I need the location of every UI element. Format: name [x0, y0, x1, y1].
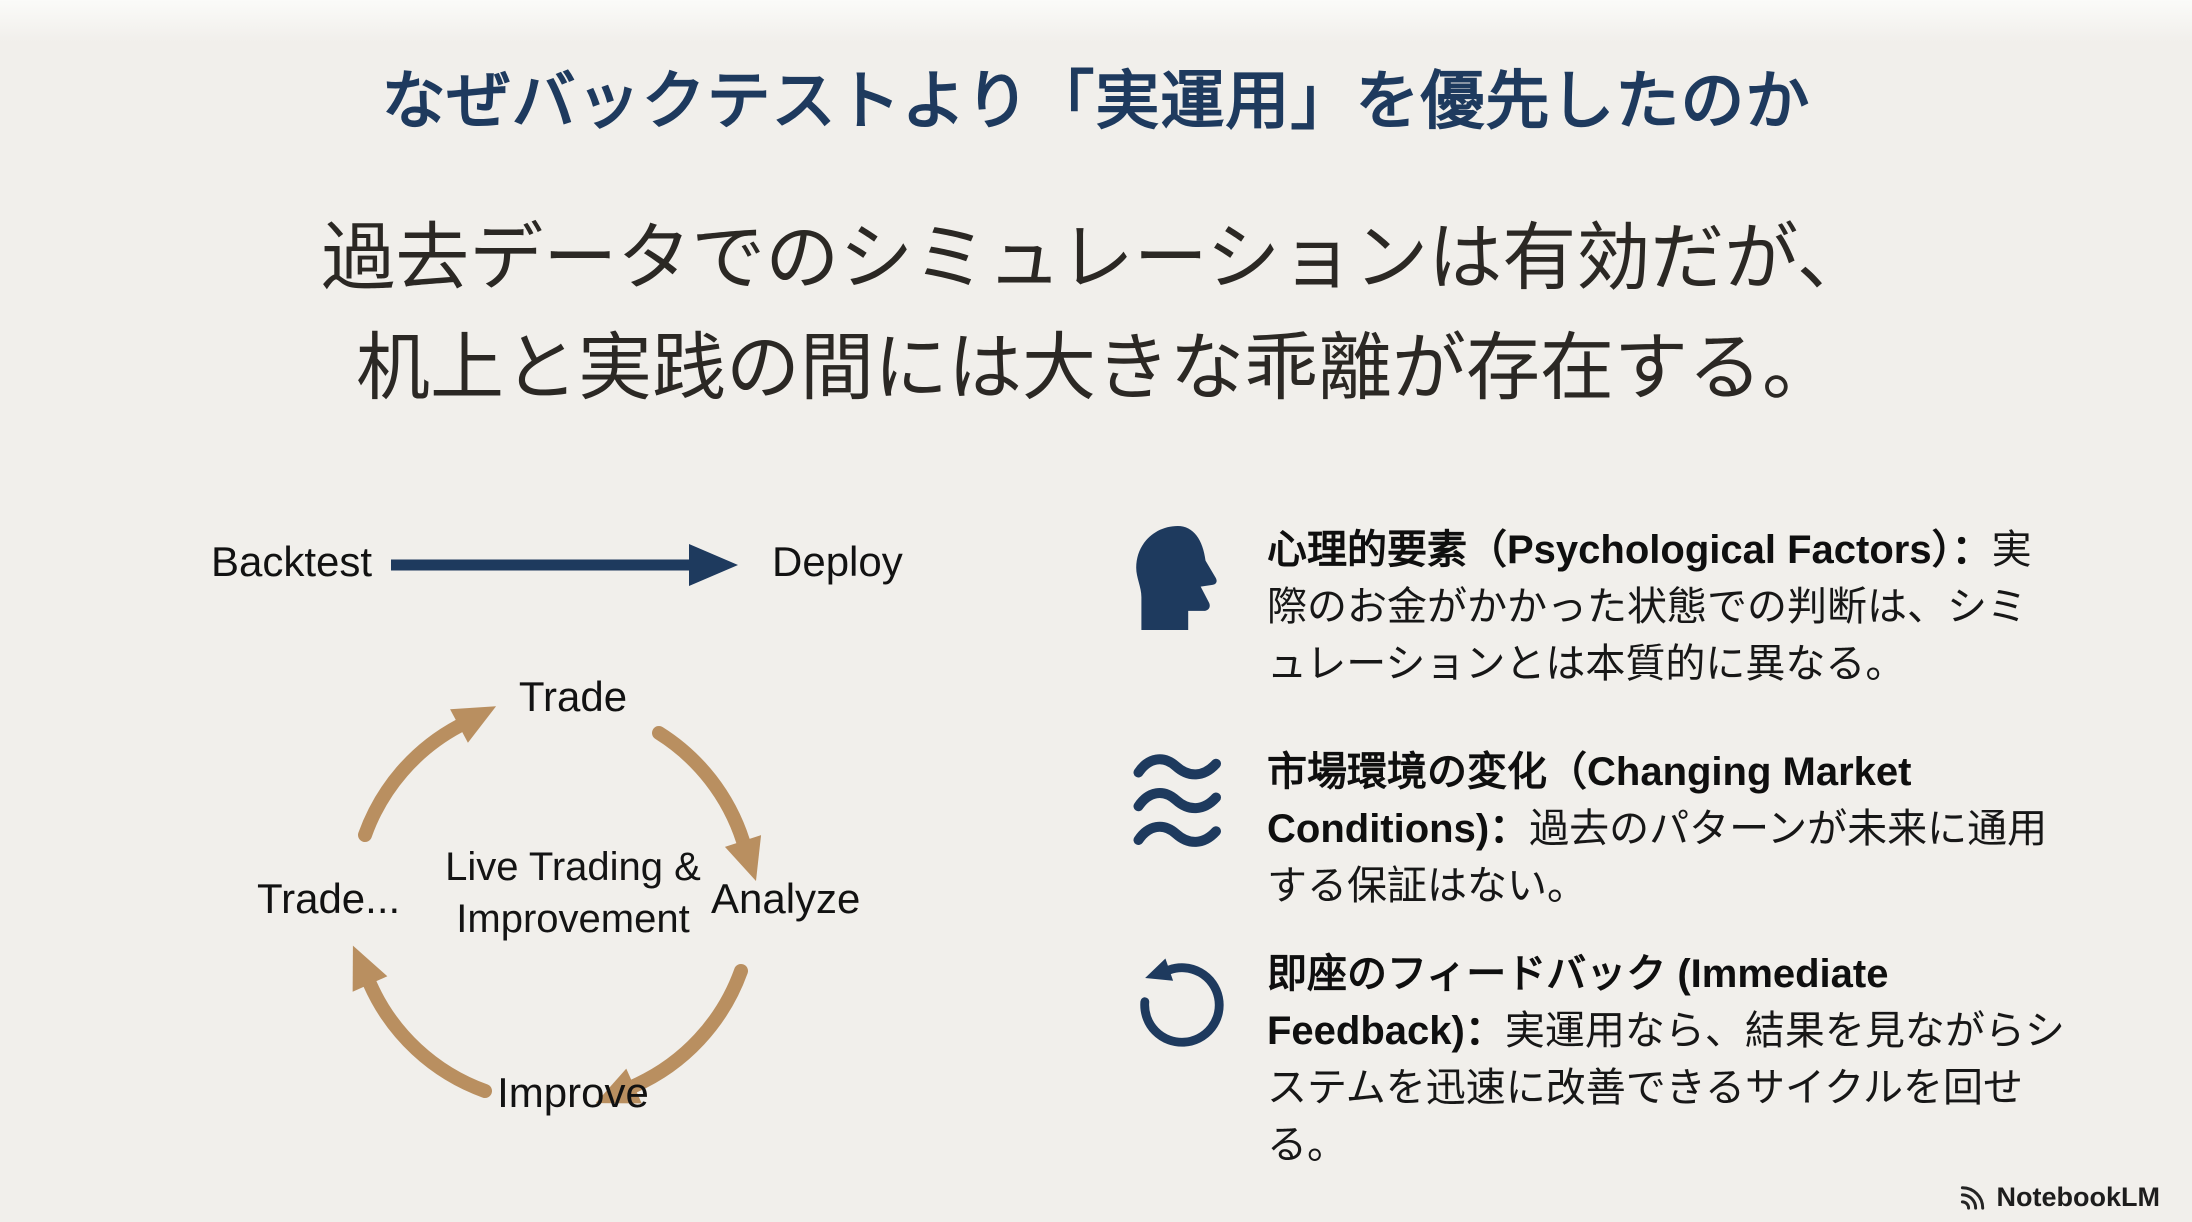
notebooklm-logo-icon	[1958, 1183, 1988, 1212]
cycle-step-trade: Trade	[518, 673, 628, 720]
bullet-immediate-feedback: 即座のフィードバック (Immediate Feedback)：実運用なら、結果…	[1131, 946, 2079, 1174]
top-highlight-strip	[0, 0, 2192, 42]
key-statement-line1: 過去データでのシミュレーションは有効だが、	[321, 218, 1871, 300]
deploy-label: Deploy	[772, 538, 903, 585]
right-arrow-icon	[391, 544, 738, 586]
key-statement-line2: 机上と実践の間には大きな乖離が存在する。	[356, 328, 1836, 410]
cycle-center-line2: Improvement	[456, 897, 690, 941]
bullet-body: 過去のパターンが未来に通用する保証はない。	[1267, 807, 2048, 908]
bullet-body: 実運用なら、結果を見ながらシステムを迅速に改善できるサイクルを回せる。	[1267, 1009, 2065, 1167]
cycle-step-improve: Improve	[497, 1069, 649, 1116]
bullet-text: 心理的要素（Psychological Factors）：実際のお金がかかった状…	[1267, 522, 2039, 693]
cycle-center-line1: Live Trading &	[445, 845, 701, 889]
waves-icon	[1131, 744, 1239, 852]
bullet-text: 市場環境の変化（Changing Market Conditions)：過去のパ…	[1267, 744, 2067, 915]
backtest-label: Backtest	[211, 538, 373, 585]
trading-cycle-diagram: Trade Analyze Improve Trade... Live Trad…	[233, 645, 913, 1155]
key-statement: 過去データでのシミュレーションは有効だが、 机上と実践の間には大きな乖離が存在す…	[0, 204, 2192, 424]
notebooklm-watermark: NotebookLM	[1958, 1182, 2160, 1213]
bullet-text: 即座のフィードバック (Immediate Feedback)：実運用なら、結果…	[1267, 946, 2079, 1174]
bullet-title: 心理的要素（Psychological Factors）：	[1267, 528, 1992, 572]
cycle-arrows-icon	[352, 706, 762, 1104]
bullet-title: 市場環境の変化（Changing Market Conditions)：	[1267, 750, 1912, 851]
rotate-ccw-icon	[1131, 946, 1239, 1054]
notebooklm-label: NotebookLM	[1996, 1182, 2160, 1212]
slide-title: なぜバックテストより「実運用」を優先したのか	[381, 65, 1811, 137]
bullet-body: 実際のお金がかかった状態での判断は、シミュレーションとは本質的に異なる。	[1267, 528, 2032, 686]
bullet-changing-market-conditions: 市場環境の変化（Changing Market Conditions)：過去のパ…	[1131, 744, 2067, 915]
cycle-step-analyze: Analyze	[711, 875, 861, 922]
cycle-center-label: Live Trading & Improvement	[233, 841, 913, 945]
bullet-title: 即座のフィードバック (Immediate Feedback)：	[1267, 952, 1889, 1053]
head-profile-icon	[1131, 522, 1239, 634]
bullet-psychological-factors: 心理的要素（Psychological Factors）：実際のお金がかかった状…	[1131, 522, 2039, 693]
cycle-step-trade-again: Trade...	[257, 875, 401, 922]
